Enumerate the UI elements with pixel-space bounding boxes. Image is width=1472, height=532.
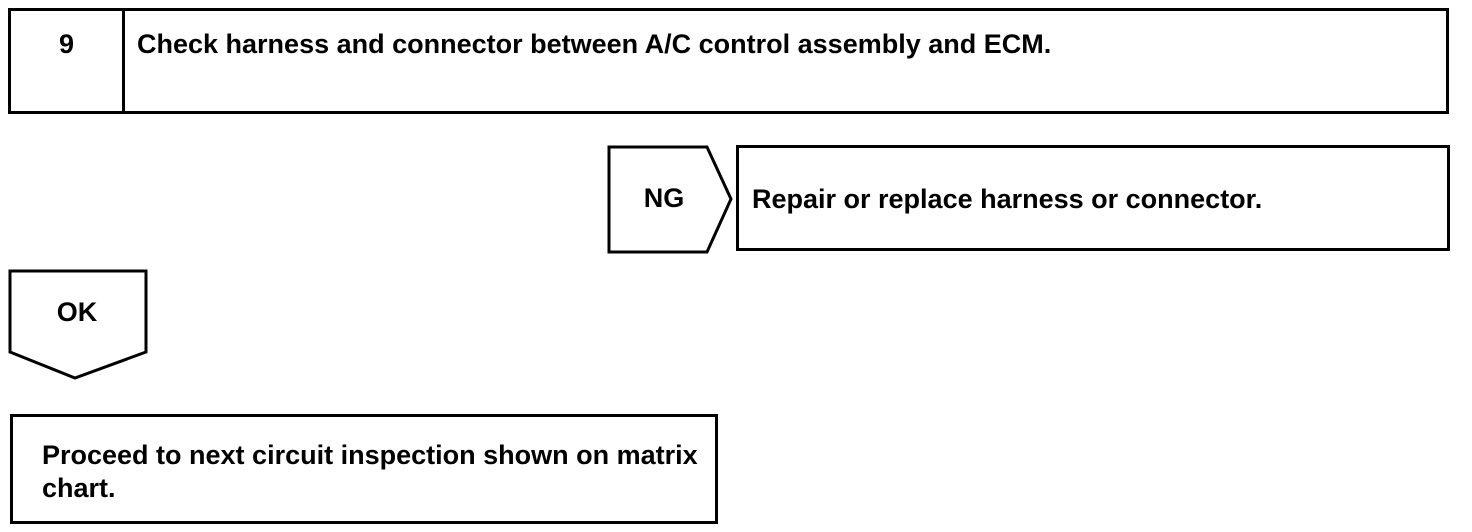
- ok-result-box: Proceed to next circuit inspection shown…: [10, 414, 718, 524]
- step-number-cell: 9: [11, 11, 125, 111]
- step-box: 9 Check harness and connector between A/…: [8, 8, 1449, 114]
- ok-result-text: Proceed to next circuit inspection shown…: [42, 440, 698, 503]
- ok-label: OK: [56, 297, 98, 327]
- ng-label: NG: [643, 183, 685, 213]
- step-title: Check harness and connector between A/C …: [137, 29, 1052, 59]
- ng-arrow-shape: [607, 145, 733, 254]
- step-number: 9: [58, 29, 75, 59]
- ok-arrow-shape: [8, 269, 148, 380]
- ng-result-box: Repair or replace harness or connector.: [736, 145, 1450, 251]
- ng-result-text: Repair or replace harness or connector.: [752, 184, 1263, 214]
